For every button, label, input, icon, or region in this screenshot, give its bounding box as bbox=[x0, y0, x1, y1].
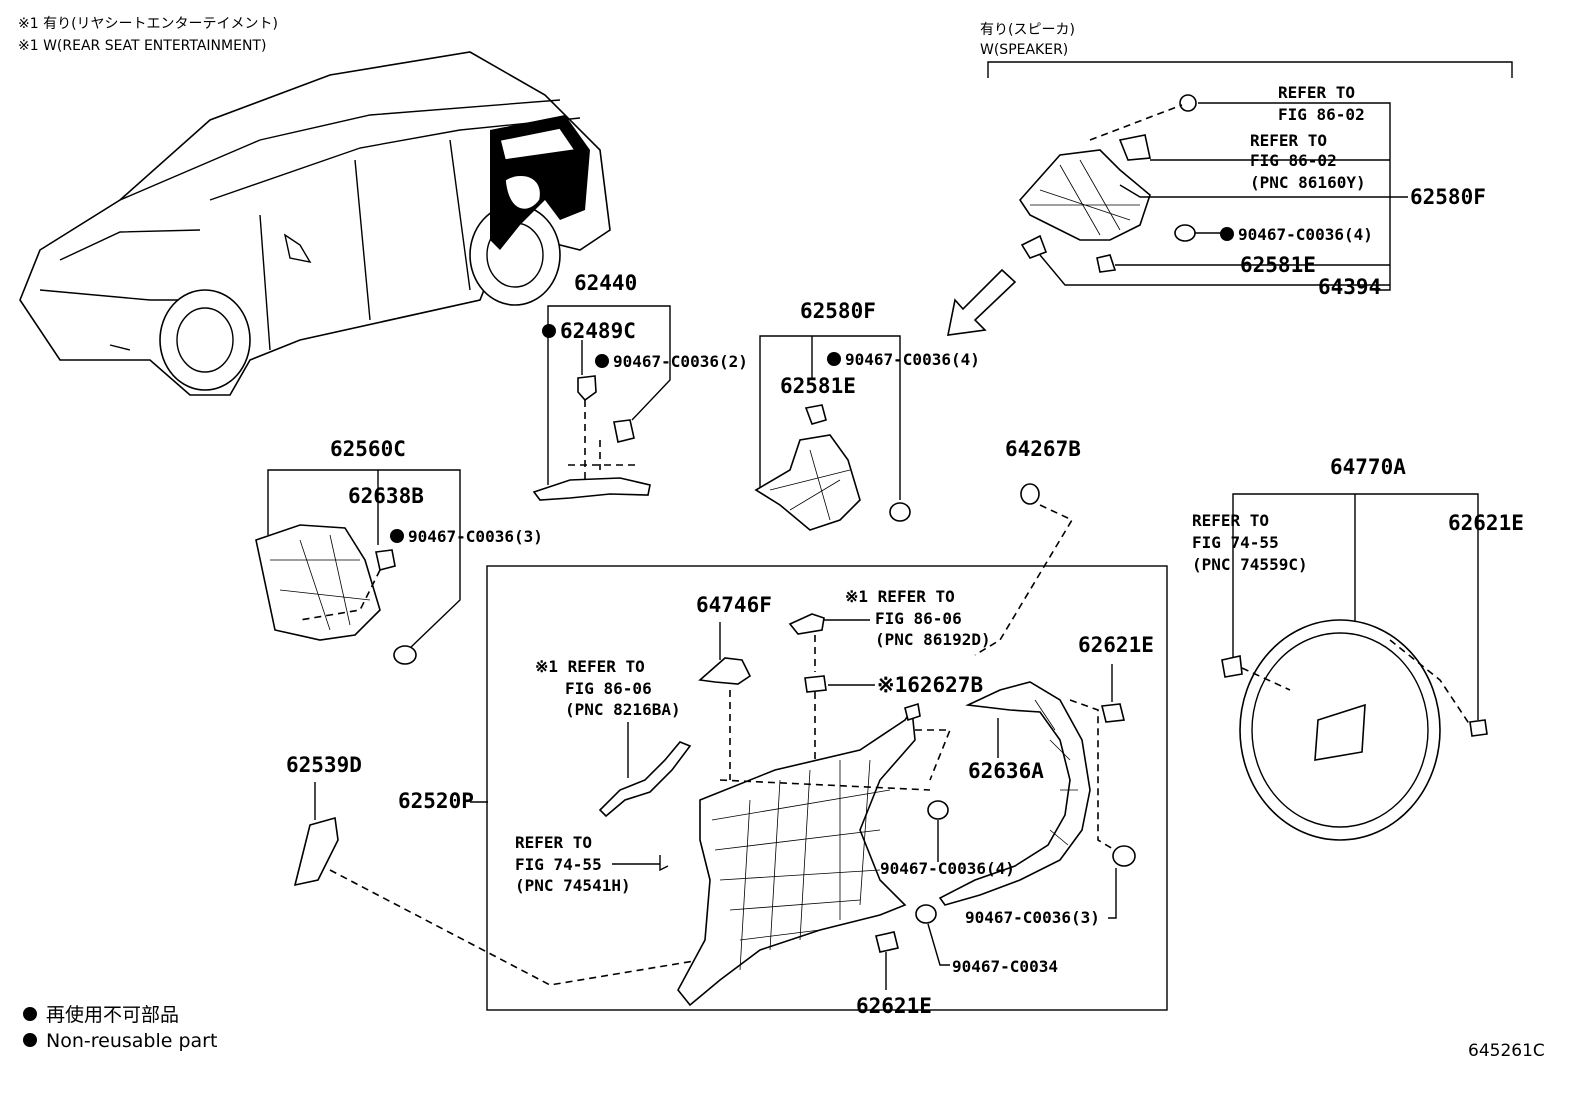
rse-note-en: ※1 W(REAR SEAT ENTERTAINMENT) bbox=[18, 38, 266, 54]
part-62581E-mid: 62581E bbox=[780, 374, 856, 398]
part-64394: 64394 bbox=[1318, 275, 1381, 299]
clip-64746F bbox=[698, 657, 752, 685]
pnc-86160y-label: (PNC 86160Y) bbox=[1250, 173, 1366, 192]
pnc-74541h-label: (PNC 74541H) bbox=[515, 876, 631, 895]
fig-86-06-label: FIG 86-06 bbox=[875, 609, 962, 628]
fig-86-02-label: FIG 86-02 bbox=[1250, 151, 1337, 170]
part-90467-C0036-4-mid: 90467-C0036(4) bbox=[845, 350, 980, 369]
part-62581E-top: 62581E bbox=[1240, 253, 1316, 277]
part-90467-C0036-2: 90467-C0036(2) bbox=[613, 352, 748, 371]
fig-74-55-label: FIG 74-55 bbox=[515, 855, 602, 874]
part-90467-C0034: 90467-C0034 bbox=[952, 957, 1058, 976]
part-62489C: 62489C bbox=[560, 319, 636, 343]
ref1-label: ※1 REFER TO bbox=[535, 657, 645, 676]
fig-86-02-label: FIG 86-02 bbox=[1278, 105, 1365, 124]
non-reusable-dot bbox=[542, 324, 556, 338]
part-90467-C0036-4-box: 90467-C0036(4) bbox=[880, 859, 1015, 878]
speaker-note-ja: 有り(スピーカ) bbox=[980, 22, 1075, 38]
legend-ja: 再使用不可部品 bbox=[46, 1004, 179, 1026]
ref1-label: ※1 REFER TO bbox=[845, 587, 955, 606]
part-62580F-top: 62580F bbox=[1410, 185, 1486, 209]
refer-to-label: REFER TO bbox=[1192, 511, 1269, 530]
speaker-note-en: W(SPEAKER) bbox=[980, 42, 1068, 58]
center-rail-part bbox=[532, 375, 651, 501]
main-assembly-box bbox=[486, 565, 1168, 1011]
fig-74-55-label: FIG 74-55 bbox=[1192, 533, 1279, 552]
part-62638B: 62638B bbox=[348, 484, 424, 508]
lower-quarter-trim-part bbox=[255, 524, 417, 665]
part-90467-C0036-3-box: 90467-C0036(3) bbox=[965, 908, 1100, 927]
wire-harness-8216BA bbox=[598, 741, 692, 818]
wheel-house-trim-62636A-part bbox=[938, 681, 1091, 906]
screw-90467-C0036-3 bbox=[1112, 845, 1136, 867]
part-64770A: 64770A bbox=[1330, 455, 1406, 479]
part-90467-C0036-4-top: 90467-C0036(4) bbox=[1238, 225, 1373, 244]
screw-90467-C0036-4 bbox=[927, 800, 949, 820]
part-64267B: 64267B bbox=[1005, 437, 1081, 461]
part-62580F-mid: 62580F bbox=[800, 299, 876, 323]
clip-64267B bbox=[1020, 483, 1040, 505]
pnc-74559c-label: (PNC 74559C) bbox=[1192, 555, 1308, 574]
speaker-bracket bbox=[987, 61, 1513, 78]
speaker-bracket-assembly bbox=[1018, 94, 1197, 273]
rear-cover-64770A-part bbox=[1221, 619, 1488, 841]
refer-to-label: REFER TO bbox=[1250, 131, 1327, 150]
part-62621E-bottom: 62621E bbox=[856, 994, 932, 1018]
refer-to-label: REFER TO bbox=[515, 833, 592, 852]
pnc-8216ba-label: (PNC 8216BA) bbox=[565, 700, 681, 719]
part-62627B: ※162627B bbox=[877, 673, 983, 697]
quarter-trim-62520P-part bbox=[677, 702, 921, 1007]
part-62621E-box: 62621E bbox=[1078, 633, 1154, 657]
refer-to-label: REFER TO bbox=[1278, 83, 1355, 102]
legend-dot bbox=[23, 1033, 37, 1047]
clip-62621E-bottom bbox=[875, 931, 899, 953]
screw-90467-C0034 bbox=[915, 904, 937, 924]
part-62440: 62440 bbox=[574, 271, 637, 295]
part-64746F: 64746F bbox=[696, 593, 772, 617]
legend-en: Non-reusable part bbox=[46, 1030, 217, 1052]
direction-arrow bbox=[946, 268, 1017, 336]
clip-62621E-box bbox=[1101, 703, 1125, 723]
figure-id: 645261C bbox=[1468, 1041, 1545, 1061]
non-reusable-dot bbox=[595, 354, 609, 368]
non-reusable-dot bbox=[1220, 227, 1234, 241]
clip-62627B bbox=[804, 675, 827, 693]
non-reusable-dot bbox=[827, 352, 841, 366]
part-62621E-right: 62621E bbox=[1448, 511, 1524, 535]
part-62520P: 62520P bbox=[398, 789, 474, 813]
fig-86-06-label: FIG 86-06 bbox=[565, 679, 652, 698]
part-90467-C0036-3: 90467-C0036(3) bbox=[408, 527, 543, 546]
upper-quarter-trim-part bbox=[754, 404, 911, 531]
legend-dot bbox=[23, 1007, 37, 1021]
part-62636A: 62636A bbox=[968, 759, 1044, 783]
vehicle-illustration bbox=[19, 51, 611, 396]
rse-note-ja: ※1 有り(リヤシートエンターテイメント) bbox=[18, 16, 278, 32]
part-62560C: 62560C bbox=[330, 437, 406, 461]
pillar-trim-62539D bbox=[293, 816, 339, 887]
part-62539D: 62539D bbox=[286, 753, 362, 777]
pnc-86192d-label: (PNC 86192D) bbox=[875, 630, 991, 649]
connector-86192D bbox=[788, 613, 825, 635]
non-reusable-dot bbox=[390, 529, 404, 543]
